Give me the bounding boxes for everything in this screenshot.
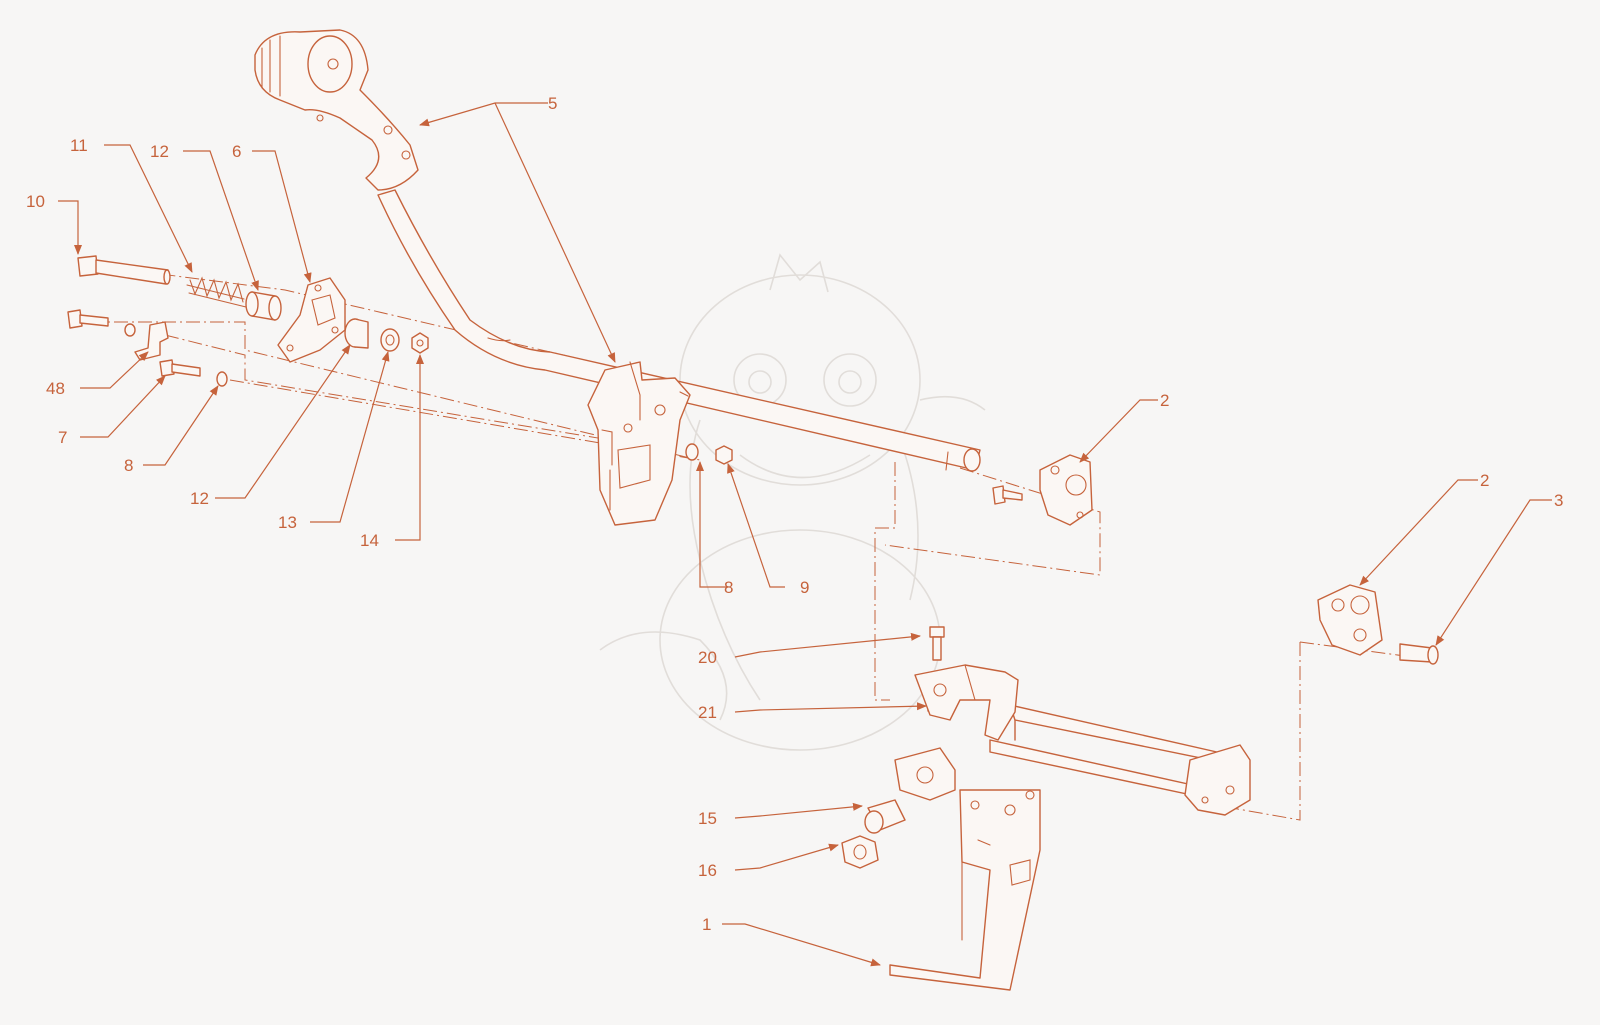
parts-15-16-bushing-nut xyxy=(841,799,906,869)
callout-20: 20 xyxy=(698,648,717,667)
lever-bracket xyxy=(587,361,691,526)
callout-15: 15 xyxy=(698,809,717,828)
part-48-clip-and-bolt xyxy=(67,309,169,361)
part-12-spacer xyxy=(245,291,282,321)
callout-7: 7 xyxy=(58,428,67,447)
callout-5: 5 xyxy=(548,94,557,113)
part-11-spring xyxy=(186,276,247,308)
callout-10: 10 xyxy=(26,192,45,211)
parts-8-9-washer-nut xyxy=(685,443,733,465)
parts-12-13-14-stack xyxy=(344,318,429,354)
callout-2-lower: 2 xyxy=(1480,471,1489,490)
part-1-main-frame xyxy=(889,664,1251,991)
callout-16: 16 xyxy=(698,861,717,880)
part-2-block-lower xyxy=(1317,584,1439,665)
callout-labels: 5 11 12 6 10 48 7 8 12 13 14 2 2 3 8 9 2… xyxy=(26,94,1563,934)
leader-lines xyxy=(58,102,1552,967)
callout-12-bottom: 12 xyxy=(190,489,209,508)
part-5-shift-lever xyxy=(254,29,981,472)
callout-6: 6 xyxy=(232,142,241,161)
callout-13: 13 xyxy=(278,513,297,532)
part-7-bolt-part-8-washer xyxy=(159,359,228,387)
callout-9: 9 xyxy=(800,578,809,597)
callout-1: 1 xyxy=(702,915,711,934)
callout-14: 14 xyxy=(360,531,379,550)
callout-11: 11 xyxy=(70,136,88,155)
part-10-long-bolt xyxy=(77,255,171,285)
part-2-block-upper xyxy=(992,454,1093,526)
callout-8-left: 8 xyxy=(124,456,133,475)
part-6-plate xyxy=(277,277,346,363)
callout-21: 21 xyxy=(698,703,717,722)
callout-2-upper: 2 xyxy=(1160,391,1169,410)
callout-3: 3 xyxy=(1554,491,1563,510)
callout-48: 48 xyxy=(46,379,65,398)
callout-12-top: 12 xyxy=(150,142,169,161)
callout-8-right: 8 xyxy=(724,578,733,597)
